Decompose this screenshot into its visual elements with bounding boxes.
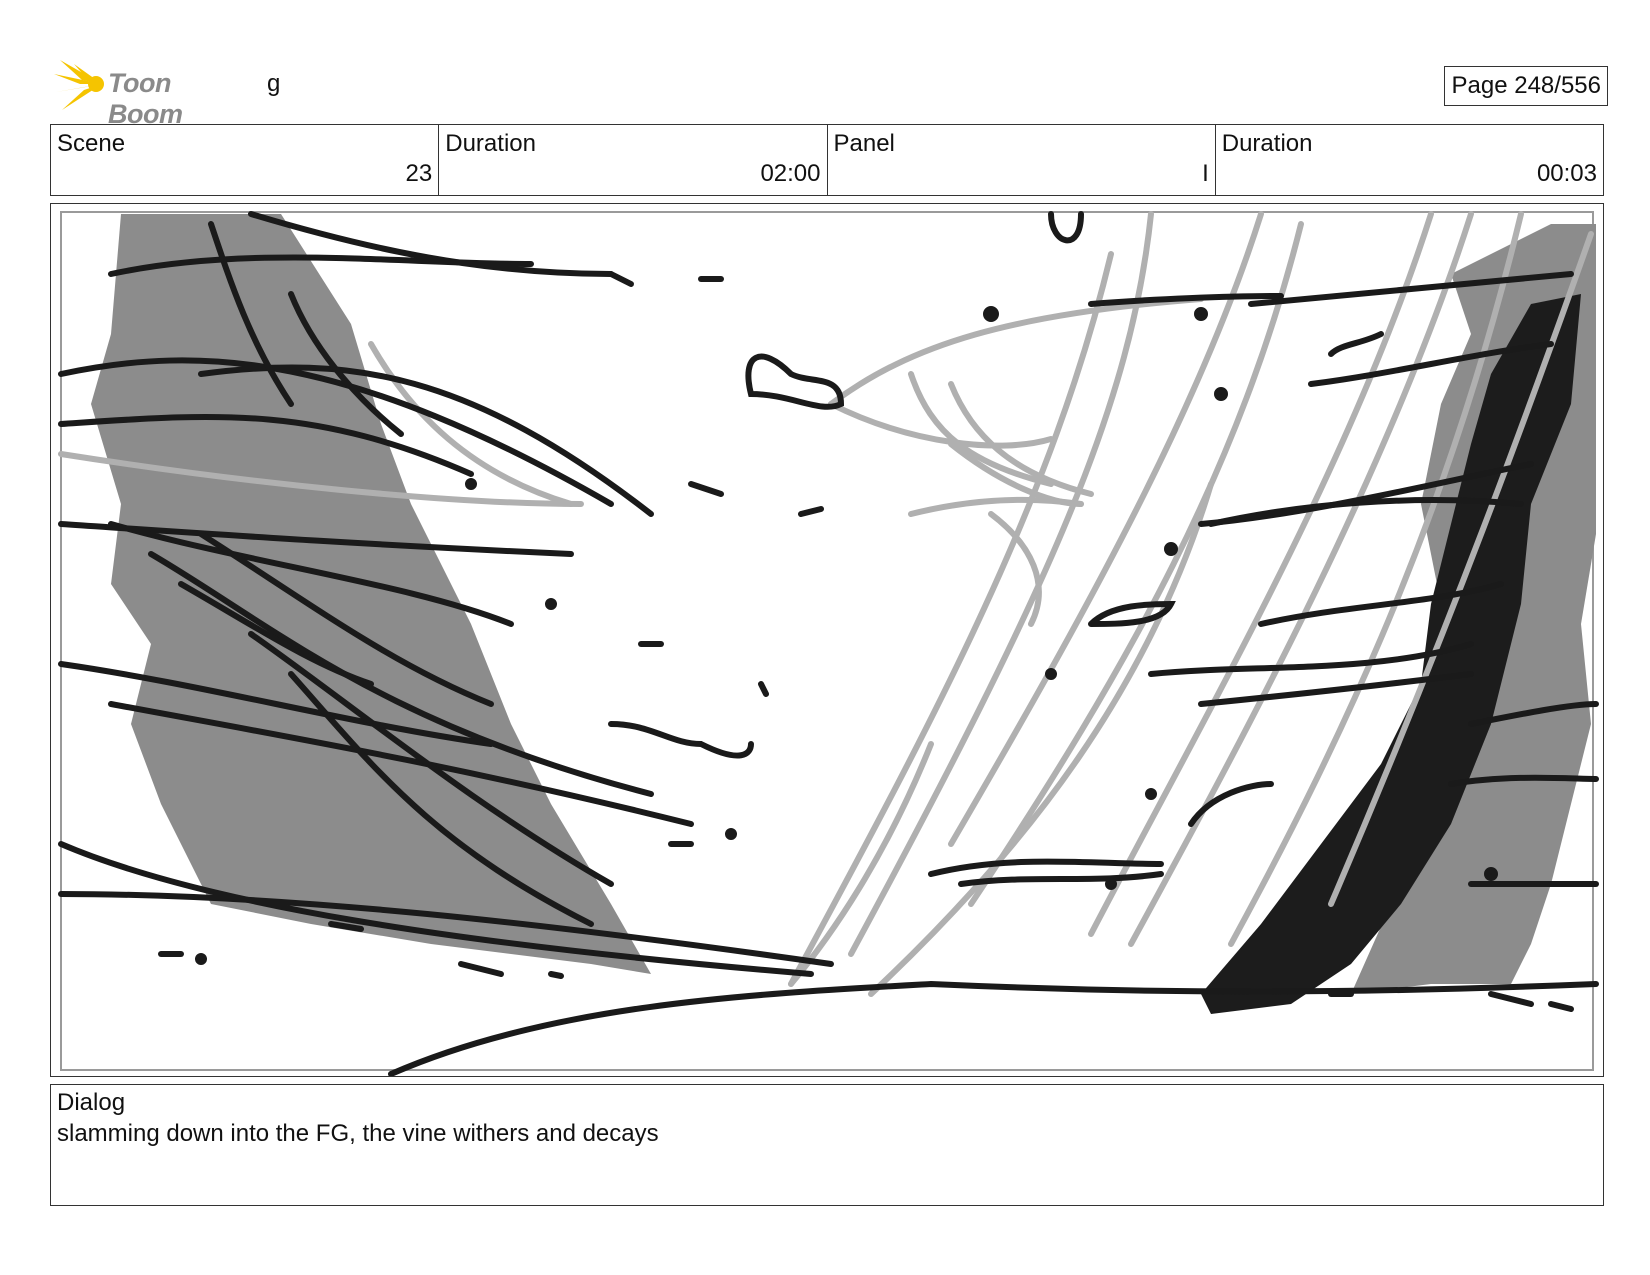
dialog-label: Dialog xyxy=(57,1089,126,1116)
panel-duration-value: 00:03 xyxy=(1536,160,1597,187)
panel-info-table: Scene 23 Duration 02:00 Panel I Duration… xyxy=(50,124,1604,196)
page-header: Toon Boom g Page 248/556 xyxy=(52,56,1608,129)
scene-duration-value: 02:00 xyxy=(760,160,821,187)
logo-text: Toon Boom xyxy=(108,68,183,129)
dialog-text: slamming down into the FG, the vine with… xyxy=(57,1120,659,1147)
panel-cell: Panel I xyxy=(828,125,1216,195)
panel-duration-label: Duration xyxy=(1221,130,1313,157)
scene-cell: Scene 23 xyxy=(51,125,440,195)
panel-duration-cell: Duration 00:03 xyxy=(1216,125,1603,195)
dialog-box: Dialog slamming down into the FG, the vi… xyxy=(50,1084,1604,1206)
storyboard-sketch xyxy=(58,211,1599,1076)
ink-dashes xyxy=(158,271,1574,1012)
storyboard-name: g xyxy=(267,70,281,97)
panel-value: I xyxy=(1202,160,1209,187)
page-indicator: Page 248/556 xyxy=(1443,66,1608,106)
scene-duration-label: Duration xyxy=(445,130,536,157)
camera-frame xyxy=(60,211,1594,1071)
scene-label: Scene xyxy=(57,130,126,157)
toon-boom-star-icon xyxy=(54,60,104,110)
foreground-ink-lines xyxy=(58,211,1599,1076)
scene-duration-cell: Duration 02:00 xyxy=(439,125,828,195)
toon-boom-logo: Toon Boom xyxy=(52,56,252,129)
storyboard-panel-image xyxy=(50,203,1604,1077)
scene-value: 23 xyxy=(405,160,433,187)
panel-label: Panel xyxy=(833,130,895,157)
